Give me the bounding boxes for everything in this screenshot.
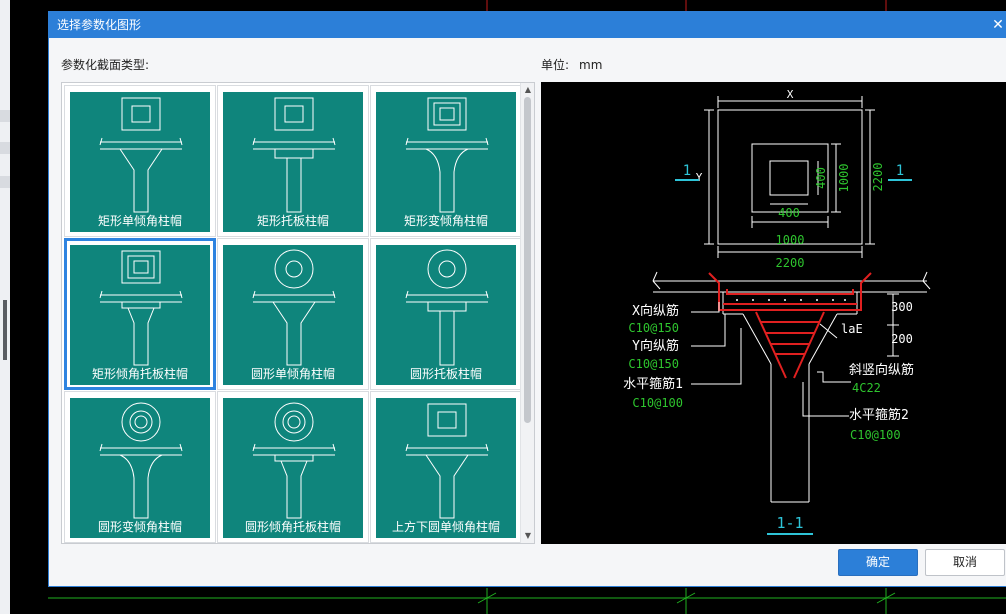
stirrup1-label: 水平箍筋1: [623, 376, 683, 392]
shape-tile[interactable]: 圆形单倾角柱帽: [217, 238, 369, 390]
slant-rebar-value: 4C22: [852, 381, 881, 395]
shape-tile[interactable]: 矩形单倾角柱帽: [64, 85, 216, 237]
preview-drawing: X Y 400 1000 2200 400 1000 2200 1 1: [623, 88, 931, 535]
dialog-title: 选择参数化图形: [57, 18, 142, 32]
column-cap-icon: [252, 97, 336, 213]
x-rebar-value: C10@150: [628, 321, 679, 335]
dim-2200-right: 2200: [871, 163, 885, 192]
plan-mid-square: [751, 143, 829, 213]
plan-column-square: [769, 160, 809, 196]
scroll-down-arrow-icon[interactable]: ▼: [524, 531, 532, 540]
column-cap-icon: [252, 249, 336, 366]
column-cap-icon: [405, 403, 489, 519]
ok-button[interactable]: 确定: [838, 549, 918, 576]
dim-2200-bottom: 2200: [776, 256, 805, 270]
shape-thumbnail: 上方下圆单倾角柱帽: [376, 398, 516, 538]
shape-tile-label: 矩形托板柱帽: [256, 214, 329, 228]
stirrup1-value: C10@100: [632, 396, 683, 410]
shape-tile-label: 圆形变倾角柱帽: [97, 520, 182, 534]
stirrup2-label: 水平箍筋2: [849, 407, 909, 423]
lae-label: laE: [841, 322, 863, 336]
section-type-label: 参数化截面类型:: [61, 58, 150, 72]
shape-thumbnail: 圆形倾角托板柱帽: [223, 398, 363, 538]
column-cap-icon: [405, 249, 489, 366]
column-cap-icon: [99, 402, 183, 519]
dim-x-label: X: [787, 88, 794, 101]
section-title: 1-1: [776, 514, 803, 532]
column-cap-icon: [99, 250, 183, 366]
dim-400-right: 400: [814, 167, 828, 189]
shape-thumbnail: 矩形托板柱帽: [223, 92, 363, 232]
shape-tile[interactable]: 圆形倾角托板柱帽: [217, 391, 369, 543]
splitter-handle[interactable]: [3, 300, 7, 360]
y-rebar-value: C10@150: [628, 357, 679, 371]
scroll-thumb[interactable]: [524, 97, 531, 423]
dim-400-bottom: 400: [778, 206, 800, 220]
close-icon[interactable]: ✕: [992, 17, 1004, 33]
gallery-scrollbar[interactable]: ▲ ▼: [520, 83, 534, 543]
section-mark-left: 1: [683, 163, 691, 179]
shape-tile-label: 圆形单倾角柱帽: [250, 367, 335, 381]
shape-tile-label: 圆形托板柱帽: [409, 367, 482, 381]
dialog-titlebar[interactable]: 选择参数化图形: [49, 12, 1006, 38]
shape-tile-label: 矩形变倾角柱帽: [403, 214, 488, 228]
shape-tile[interactable]: 矩形变倾角柱帽: [370, 85, 522, 237]
shape-tile-label: 矩形单倾角柱帽: [97, 214, 182, 228]
dim-y-label: Y: [696, 171, 703, 184]
stirrup2-value: C10@100: [850, 428, 901, 442]
y-rebar-label: Y向纵筋: [632, 338, 679, 354]
shape-tile[interactable]: 上方下圆单倾角柱帽: [370, 391, 522, 543]
strip-segment: [0, 176, 10, 188]
shape-thumbnail: 圆形单倾角柱帽: [223, 245, 363, 385]
shape-tile[interactable]: 矩形托板柱帽: [217, 85, 369, 237]
dim-1000-right: 1000: [837, 164, 851, 193]
column-cap-icon: [99, 97, 183, 213]
column-cap-icon: [252, 402, 336, 519]
strip-segment: [0, 142, 10, 154]
dim-1000-bottom: 1000: [776, 233, 805, 247]
plan-outer-square: [717, 109, 863, 245]
shape-preview: X Y 400 1000 2200 400 1000 2200 1 1: [541, 82, 1006, 544]
cancel-button[interactable]: 取消: [925, 549, 1005, 576]
shape-tile-label: 圆形倾角托板柱帽: [244, 520, 341, 534]
unit-label: 单位: mm: [541, 56, 602, 73]
shape-tile-label: 矩形倾角托板柱帽: [91, 367, 188, 381]
shape-thumbnail: 矩形变倾角柱帽: [376, 92, 516, 232]
shape-tile[interactable]: 矩形倾角托板柱帽: [64, 238, 216, 390]
shape-gallery[interactable]: 矩形单倾角柱帽 矩形托板柱帽 矩形变倾角柱帽矩形倾角托板柱帽 圆形单倾角柱帽 圆形托板柱…: [61, 82, 535, 544]
scroll-up-arrow-icon[interactable]: ▲: [524, 85, 532, 94]
shape-thumbnail: 圆形变倾角柱帽: [70, 398, 210, 538]
section-mark-right: 1: [896, 163, 904, 179]
shape-thumbnail: 圆形托板柱帽: [376, 245, 516, 385]
shape-tile-label: 上方下圆单倾角柱帽: [391, 520, 500, 534]
shape-tile[interactable]: 圆形变倾角柱帽: [64, 391, 216, 543]
shape-thumbnail: 矩形倾角托板柱帽: [70, 245, 210, 385]
column-cap-icon: [405, 97, 489, 213]
slant-rebar-label: 斜竖向纵筋: [849, 362, 914, 378]
dim-300: 300: [891, 300, 913, 314]
shape-tile[interactable]: 圆形托板柱帽: [370, 238, 522, 390]
unit-caption: 单位:: [541, 58, 570, 72]
shape-thumbnail: 矩形单倾角柱帽: [70, 92, 210, 232]
unit-value: mm: [579, 58, 603, 72]
dim-200: 200: [891, 332, 913, 346]
strip-segment: [0, 110, 10, 122]
app-left-strip: [0, 0, 10, 614]
x-rebar-label: X向纵筋: [632, 303, 679, 319]
parametric-shape-dialog: 选择参数化图形 ✕ 参数化截面类型: 单位:mm 矩形单倾角柱帽矩形托板柱帽矩形…: [48, 11, 1006, 587]
